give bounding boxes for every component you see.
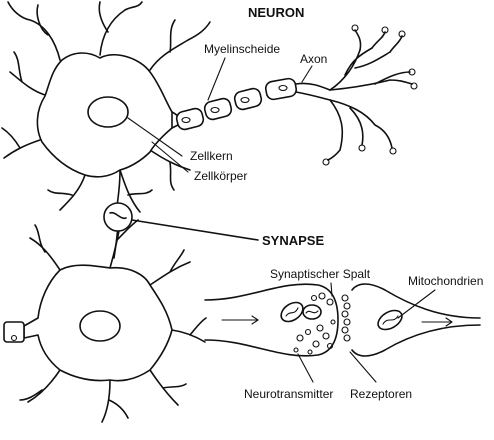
receptors bbox=[341, 294, 351, 342]
top-neuron-dendrites bbox=[1, 1, 211, 213]
synapse-detail bbox=[204, 283, 481, 357]
postsynaptic-mitochondria bbox=[377, 309, 403, 331]
mitochondria-label: Mitochondrien bbox=[408, 274, 483, 288]
presynaptic-terminal bbox=[204, 283, 339, 357]
receptors-label: Rezeptoren bbox=[350, 387, 412, 401]
bottom-neuron bbox=[3, 219, 207, 423]
terminal-buttons bbox=[322, 24, 418, 166]
myelin-label: Myelinscheide bbox=[204, 42, 280, 56]
nucleus-label: Zellkern bbox=[190, 149, 233, 163]
axon-label: Axon bbox=[300, 52, 327, 66]
neurotransmitter-vesicles bbox=[293, 292, 336, 355]
incoming-axon bbox=[3, 321, 25, 343]
neuron-title: NEURON bbox=[248, 5, 304, 20]
cell-body-label: Zellkörper bbox=[194, 169, 247, 183]
myelin-sheath bbox=[175, 77, 298, 131]
synapse-title: SYNAPSE bbox=[262, 233, 324, 248]
postsynaptic-terminal bbox=[351, 283, 481, 357]
bottom-neuron-dendrites bbox=[19, 219, 207, 423]
leader-lines bbox=[127, 57, 436, 383]
top-nucleus bbox=[87, 96, 129, 128]
bottom-nucleus bbox=[79, 310, 121, 342]
top-neuron bbox=[1, 1, 418, 213]
presynaptic-mitochondria bbox=[280, 301, 322, 323]
synapse-pointer bbox=[131, 219, 259, 241]
neurotransmitter-label: Neurotransmitter bbox=[244, 387, 333, 401]
synaptic-cleft-label: Synaptischer Spalt bbox=[270, 267, 371, 281]
axon-terminals bbox=[295, 29, 413, 161]
flow-arrows bbox=[221, 315, 453, 327]
synapse-circle bbox=[103, 202, 133, 232]
